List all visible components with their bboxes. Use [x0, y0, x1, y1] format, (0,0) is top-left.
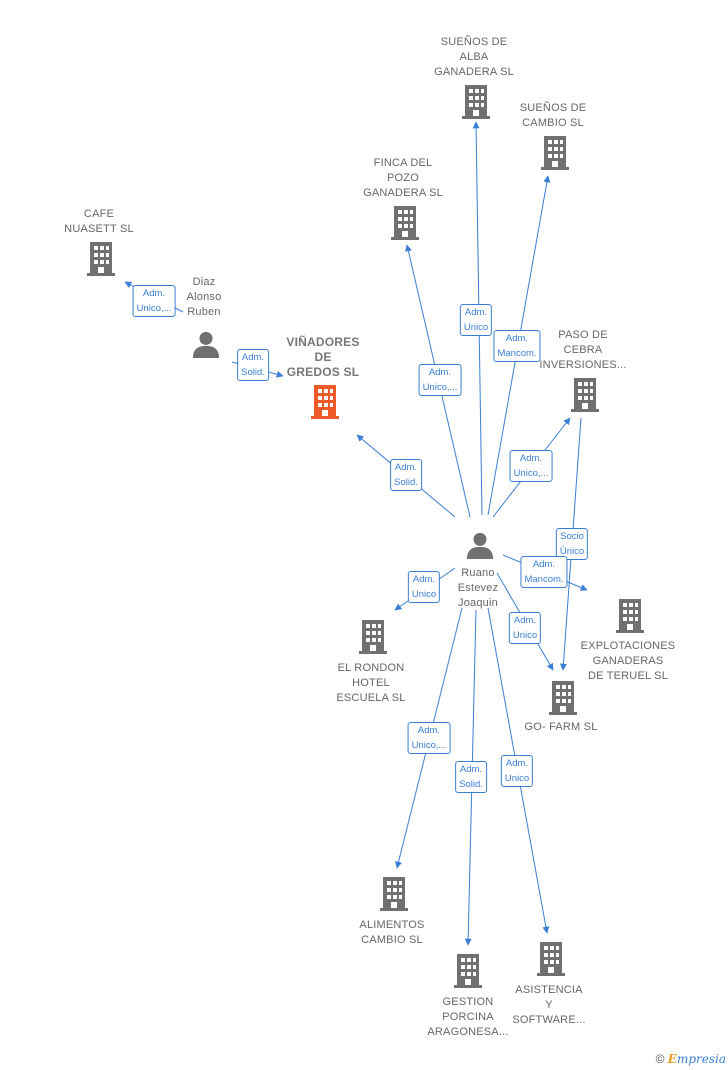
company-icon-explotaciones[interactable]: [616, 599, 644, 633]
edge-label-ruano-to-explotaciones[interactable]: Adm. Mancom.: [520, 556, 568, 588]
node-label-el_rondon[interactable]: EL RONDON HOTEL ESCUELA SL: [336, 662, 406, 704]
company-icon-el_rondon[interactable]: [359, 620, 387, 654]
person-icon-ruano[interactable]: [466, 532, 494, 559]
main-company-icon-vinadores[interactable]: [311, 385, 339, 419]
node-label-alimentos[interactable]: ALIMENTOS CAMBIO SL: [359, 919, 425, 946]
edge-label-ruano-to-alimentos[interactable]: Adm. Unico,...: [407, 722, 451, 754]
copyright-symbol: ©: [655, 1052, 665, 1066]
node-label-gestion[interactable]: GESTION PORCINA ARAGONESA...: [427, 996, 509, 1038]
company-icon-alimentos[interactable]: [380, 877, 408, 911]
node-label-vinadores[interactable]: VIÑADORES DE GREDOS SL: [286, 335, 360, 379]
company-icon-suenos_cambio[interactable]: [541, 136, 569, 170]
edge-label-ruano-to-gestion[interactable]: Adm. Solid.: [455, 761, 487, 793]
company-icon-paso_cebra[interactable]: [571, 378, 599, 412]
node-label-finca_pozo[interactable]: FINCA DEL POZO GANADERA SL: [363, 157, 443, 199]
edge-label-diaz_alonso-to-cafe_nuasett[interactable]: Adm. Unico,...: [132, 285, 176, 317]
company-icon-gestion[interactable]: [454, 954, 482, 988]
edge-label-ruano-to-paso_cebra[interactable]: Adm. Unico,...: [509, 450, 553, 482]
edge-label-ruano-to-suenos_alba[interactable]: Adm. Unico: [459, 304, 493, 336]
edge-label-ruano-to-go_farm[interactable]: Adm. Unico: [508, 612, 542, 644]
node-label-go_farm[interactable]: GO- FARM SL: [524, 721, 598, 733]
edge-label-ruano-to-asistencia[interactable]: Adm. Unico: [500, 755, 534, 787]
edge-label-diaz_alonso-to-vinadores[interactable]: Adm. Solid.: [237, 349, 269, 381]
edge-label-ruano-to-finca_pozo[interactable]: Adm. Unico,...: [418, 364, 462, 396]
node-label-paso_cebra[interactable]: PASO DE CEBRA INVERSIONES...: [539, 329, 627, 371]
edge-label-ruano-to-vinadores[interactable]: Adm. Solid.: [390, 459, 422, 491]
edge-label-ruano-to-suenos_cambio[interactable]: Adm. Mancom.: [493, 330, 541, 362]
edge-label-paso_cebra-to-go_farm[interactable]: Socio Único: [555, 528, 589, 560]
node-label-diaz_alonso[interactable]: Diaz Alonso Ruben: [186, 276, 222, 318]
company-icon-finca_pozo[interactable]: [391, 206, 419, 240]
company-icon-go_farm[interactable]: [549, 681, 577, 715]
node-label-ruano[interactable]: Ruano Estevez Joaquin: [457, 567, 499, 609]
node-label-explotaciones[interactable]: EXPLOTACIONES GANADERAS DE TERUEL SL: [580, 640, 676, 682]
footer-brand[interactable]: © Empresia: [656, 1052, 726, 1066]
person-icon-diaz_alonso[interactable]: [192, 331, 220, 358]
company-icon-asistencia[interactable]: [537, 942, 565, 976]
company-icon-cafe_nuasett[interactable]: [87, 242, 115, 276]
node-label-cafe_nuasett[interactable]: CAFE NUASETT SL: [64, 208, 134, 235]
node-label-suenos_cambio[interactable]: SUEÑOS DE CAMBIO SL: [519, 102, 587, 129]
edge-label-ruano-to-el_rondon[interactable]: Adm. Unico: [407, 571, 441, 603]
node-label-suenos_alba[interactable]: SUEÑOS DE ALBA GANADERA SL: [434, 36, 514, 78]
company-icon-suenos_alba[interactable]: [462, 85, 490, 119]
node-label-asistencia[interactable]: ASISTENCIA Y SOFTWARE...: [512, 984, 586, 1026]
edges-layer: [124, 121, 588, 946]
empresia-logo: Empresia: [667, 1052, 726, 1066]
